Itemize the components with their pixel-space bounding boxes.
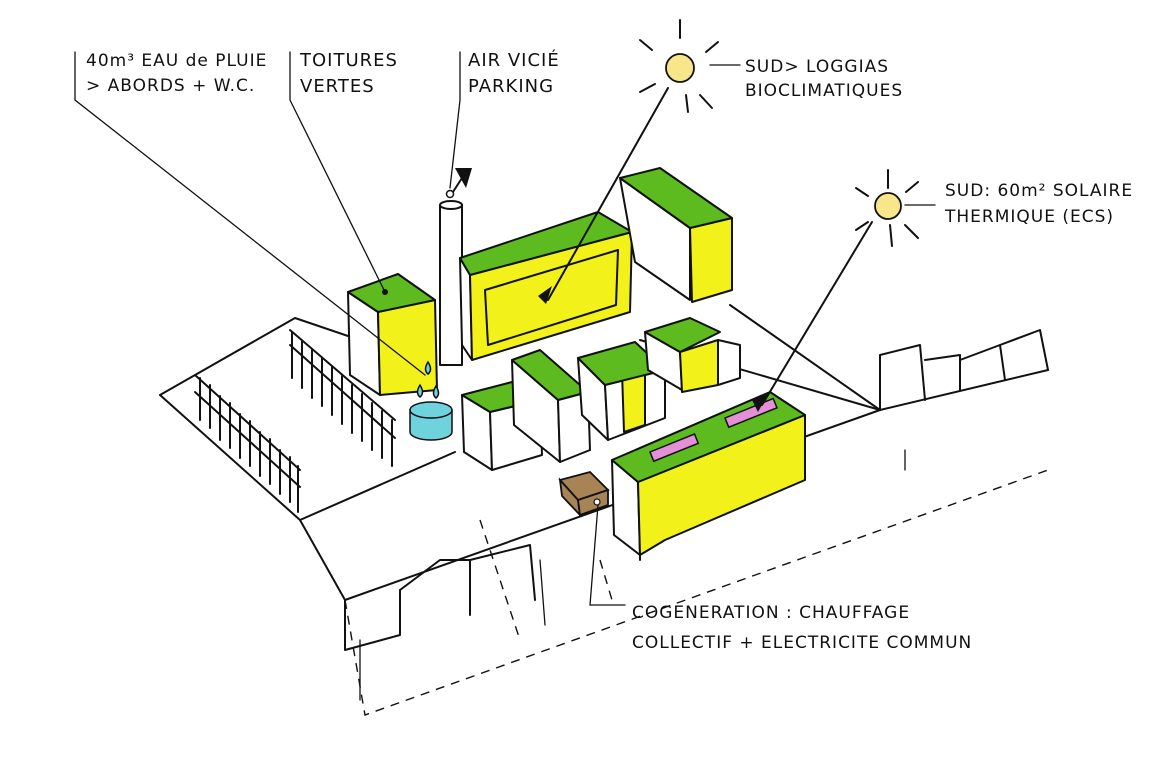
block-east — [644, 317, 741, 393]
annotation-rainwater: 40m³ EAU de PLUIE > ABORDS + W.C. — [86, 51, 267, 96]
water-drop-icon — [416, 383, 424, 398]
annotation-line: TOITURES — [299, 50, 398, 71]
building-west — [347, 273, 438, 396]
water-drop-icon — [432, 384, 440, 399]
annotation-line: SUD: 60m² SOLAIRE — [945, 181, 1133, 201]
annotation-line: COLLECTIF + ELECTRICITE COMMUN — [632, 633, 972, 653]
air-arrowhead — [455, 168, 472, 188]
pergola-left — [194, 374, 301, 513]
annotation-cogeneration: COGENERATION : CHAUFFAGE COLLECTIF + ELE… — [632, 603, 972, 653]
annotation-line: VERTES — [300, 76, 375, 97]
annotation-solar: SUD: 60m² SOLAIRE THERMIQUE (ECS) — [944, 181, 1133, 227]
annotation-line: > ABORDS + W.C. — [86, 76, 255, 96]
cogeneration-unit — [558, 470, 610, 518]
annotation-line: BIOCLIMATIQUES — [745, 81, 903, 101]
pergola-right — [289, 329, 396, 467]
annotation-stale-air: AIR VICIÉ PARKING — [468, 49, 560, 97]
block-centre-right — [577, 341, 666, 441]
annotation-line: THERMIQUE (ECS) — [944, 207, 1114, 227]
building-solar — [611, 391, 806, 556]
annotation-line: PARKING — [468, 76, 554, 97]
solar-panel — [649, 433, 700, 463]
annotation-loggias: SUD> LOGGIAS BIOCLIMATIQUES — [745, 57, 903, 101]
annotation-line: COGENERATION : CHAUFFAGE — [632, 603, 910, 623]
sun-icon — [639, 19, 719, 113]
solar-panel — [724, 397, 778, 429]
annotation-green-roofs: TOITURES VERTES — [299, 50, 398, 97]
annotation-line: 40m³ EAU de PLUIE — [86, 51, 267, 71]
sun-icon — [855, 169, 919, 247]
leader-lines — [74, 51, 936, 606]
rain-tank — [409, 360, 453, 441]
building-loggias — [459, 211, 633, 361]
annotation-line: SUD> LOGGIAS — [745, 57, 889, 77]
water-drop-icon — [424, 360, 432, 375]
annotation-line: AIR VICIÉ — [468, 49, 560, 71]
building-north-east — [619, 167, 733, 303]
